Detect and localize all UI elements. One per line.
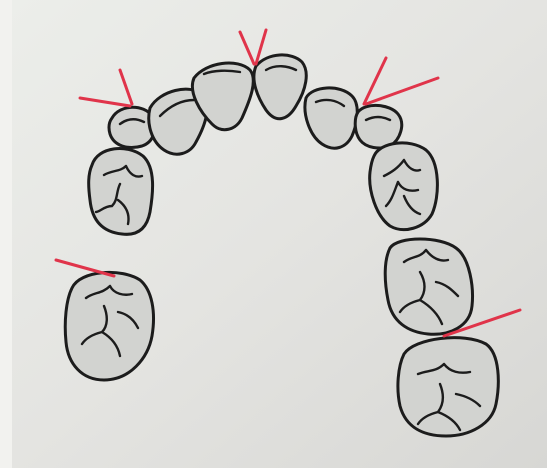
left-first-molar xyxy=(89,149,153,235)
right-first-molar xyxy=(385,239,472,334)
right-second-molar xyxy=(398,338,498,436)
left-lower-molar xyxy=(65,272,153,380)
right-canine xyxy=(355,105,401,148)
right-first-premolar xyxy=(370,143,438,230)
paper-edge xyxy=(0,0,12,468)
